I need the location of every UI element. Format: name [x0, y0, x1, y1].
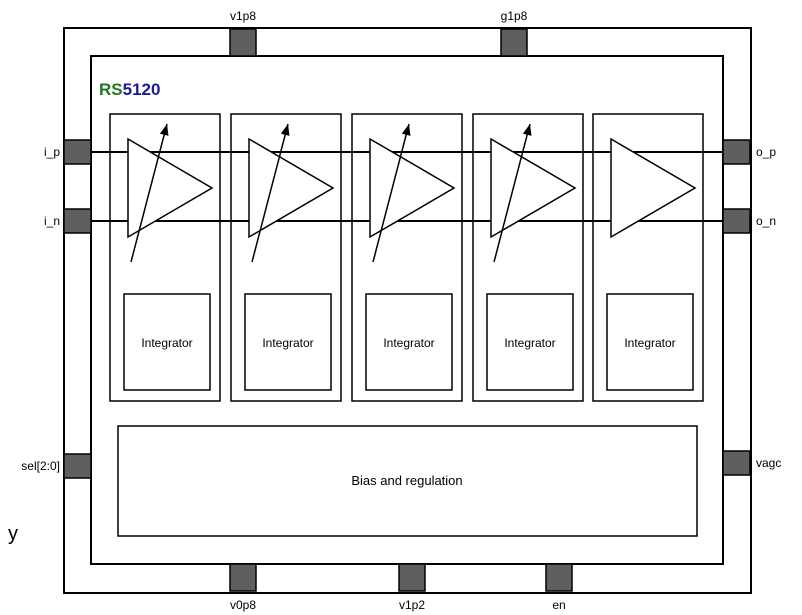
- pin-right-1-label: o_p: [756, 145, 776, 159]
- chip-name-suffix: 5120: [123, 80, 161, 99]
- pin-bottom-3-pad: [545, 563, 573, 592]
- amplifier-triangle: [369, 137, 456, 239]
- integrator-block: [244, 293, 332, 391]
- integrator-block: [365, 293, 453, 391]
- stage-5: Integrator: [592, 113, 704, 402]
- pin-left-3-label: sel[2:0]: [21, 459, 60, 473]
- arrow-head-icon: [522, 124, 532, 136]
- pin-top-1-pad: [229, 28, 257, 57]
- pin-left-2-label: i_n: [44, 214, 60, 228]
- integrator-label: Integrator: [504, 336, 555, 350]
- pin-bottom-3-label: en: [552, 598, 565, 612]
- integrator-block: [606, 293, 694, 391]
- pin-bottom-2-pad: [398, 563, 426, 592]
- pin-bottom-1-pad: [229, 563, 257, 592]
- stage-1: Integrator: [109, 113, 221, 402]
- stage-outline: [230, 113, 342, 402]
- package-outline: [63, 27, 752, 594]
- integrator-block: [123, 293, 211, 391]
- amplifier-triangle: [127, 137, 214, 239]
- stage-2: Integrator: [230, 113, 342, 402]
- stage-outline: [472, 113, 584, 402]
- chip-name: RS5120: [99, 80, 160, 99]
- integrator-label: Integrator: [141, 336, 192, 350]
- chip-name-prefix: RS: [99, 80, 123, 99]
- stage-3: Integrator: [351, 113, 463, 402]
- stage-outline: [592, 113, 704, 402]
- pins: v1p8 g1p8 v0p8 v1p2 en i_p i_n sel[2:0] o_p o_nva…: [21, 9, 781, 612]
- pin-top-2-label: g1p8: [501, 9, 528, 23]
- integrator-label: Integrator: [624, 336, 675, 350]
- variable-gain-arrow: [493, 123, 531, 263]
- pin-right-1-pad: [722, 139, 751, 165]
- pin-left-1-label: i_p: [44, 145, 60, 159]
- variable-gain-arrow: [372, 123, 410, 263]
- pin-right-2-pad: [722, 208, 751, 234]
- pin-top-2-pad: [500, 28, 528, 57]
- arrow-head-icon: [159, 124, 169, 136]
- pin-right-3-label: vagc: [756, 456, 781, 470]
- bias-regulation-block: [117, 425, 698, 537]
- pin-left-2-pad: [63, 208, 92, 234]
- amplifier-triangle: [610, 137, 697, 239]
- amplifier-triangle: [490, 137, 577, 239]
- pin-bottom-2-label: v1p2: [399, 598, 425, 612]
- stage-4: Integrator: [472, 113, 584, 402]
- pin-right-3-pad: [722, 450, 751, 476]
- arrow-head-icon: [280, 124, 290, 136]
- variable-gain-arrow: [251, 123, 289, 263]
- amplifier-triangle: [248, 137, 335, 239]
- stage-outline: [351, 113, 463, 402]
- bias-regulation-label: Bias and regulation: [351, 473, 462, 488]
- arrow-head-icon: [401, 124, 411, 136]
- pin-left-3-pad: [63, 453, 92, 479]
- side-fragment-text: y: [8, 523, 18, 545]
- amplifier-stages: Integrator Integrator Integrator Integrator…: [109, 113, 704, 402]
- pin-bottom-1-label: v0p8: [230, 598, 256, 612]
- variable-gain-arrow: [130, 123, 168, 263]
- pin-right-2-label: o_n: [756, 214, 776, 228]
- pin-left-1-pad: [63, 139, 92, 165]
- integrator-label: Integrator: [262, 336, 313, 350]
- integrator-label: Integrator: [383, 336, 434, 350]
- integrator-block: [486, 293, 574, 391]
- stage-outline: [109, 113, 221, 402]
- pin-top-1-label: v1p8: [230, 9, 256, 23]
